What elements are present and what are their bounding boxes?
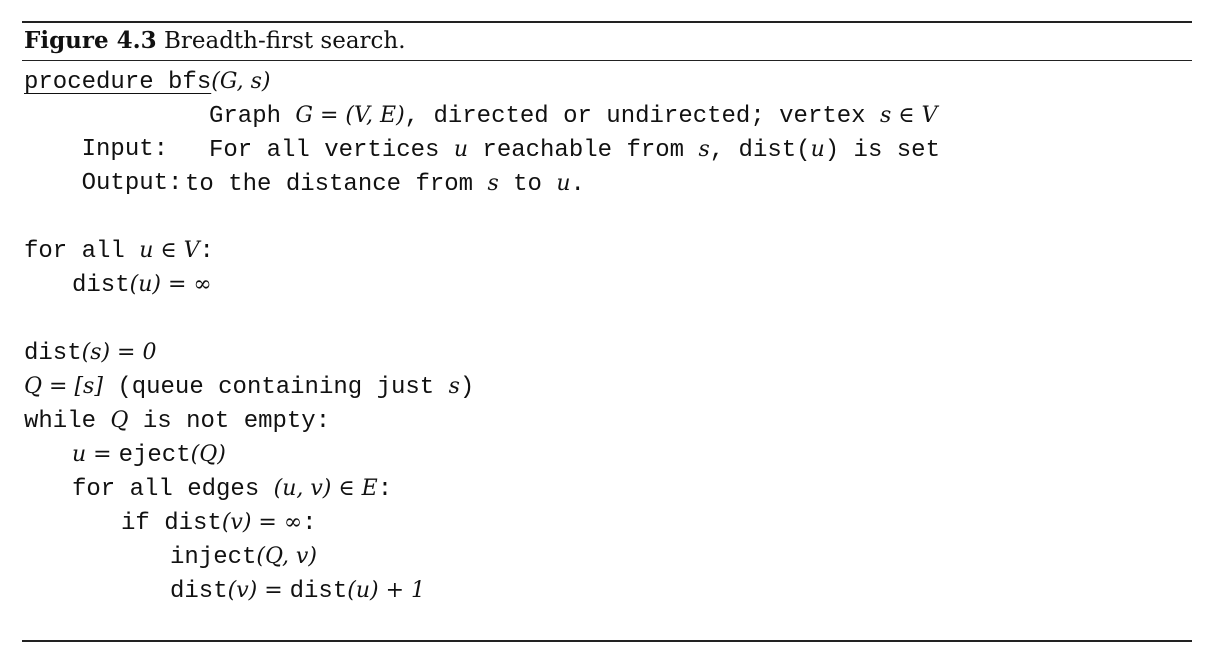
top-rule [22,21,1192,23]
code-line-6: u = eject(Q) [72,442,226,469]
procedure-line: procedure bfs(G, s) [24,65,270,99]
output-label: Output: [81,170,183,197]
bottom-rule [22,640,1192,642]
figure-label: Figure 4.3 [24,27,157,54]
output-description-2: to the distance from s to u. [185,171,585,198]
input-line: Input: Graph G = (V, E), directed or und… [24,99,1184,163]
code-line-4: Q = [s] (queue containing just s) [24,374,475,401]
output-line: Output: For all vertices u reachable fro… [24,133,1184,197]
figure-title: Breadth-first search. [163,28,406,54]
code-line-10: dist(v) = dist(u) + 1 [170,578,425,605]
output-description-1: For all vertices u reachable from s, dis… [209,137,940,164]
procedure-args: (G, s) [211,69,271,94]
code-line-3: dist(s) = 0 [24,340,157,367]
code-line-9: inject(Q, v) [170,544,317,571]
code-line-2: dist(u) = ∞ [72,272,212,299]
input-label: Input: [81,136,169,163]
procedure-signature: procedure bfs [24,69,212,96]
code-line-7: for all edges (u, v) ∈ E: [72,476,393,503]
code-line-1: for all u ∈ V: [24,238,214,265]
caption-rule [22,60,1192,61]
code-line-8: if dist(v) = ∞: [121,510,317,537]
code-line-5: while Q is not empty: [24,408,331,435]
figure-caption: Figure 4.3 Breadth-first search. [24,26,406,56]
input-description: Graph G = (V, E), directed or undirected… [209,103,938,130]
